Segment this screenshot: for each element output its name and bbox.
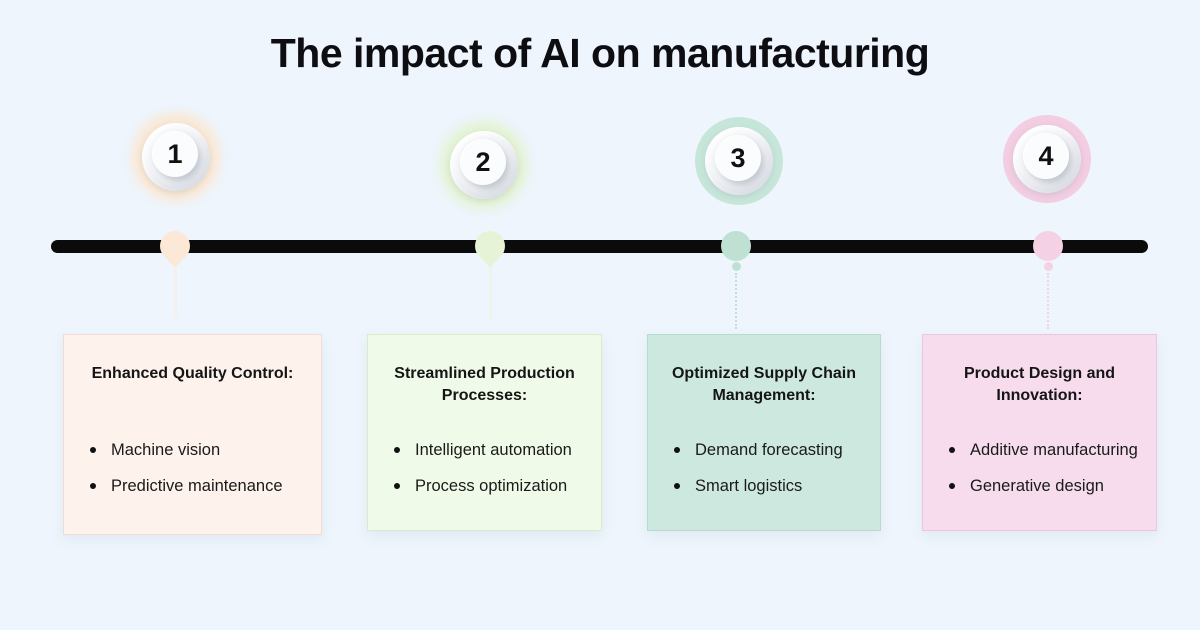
marker-balloon bbox=[1033, 231, 1063, 261]
timeline-marker-4 bbox=[1033, 231, 1063, 329]
timeline-marker-2 bbox=[475, 231, 505, 319]
badge-circle: 3 bbox=[705, 127, 773, 195]
marker-tail-dot bbox=[1043, 262, 1053, 271]
step-card-4: Product Design and Innovation: Additive … bbox=[922, 334, 1157, 531]
marker-connector-dotted bbox=[735, 273, 737, 329]
marker-tail bbox=[481, 250, 499, 268]
step-badge-1: 1 bbox=[132, 113, 220, 201]
bullet-text: Intelligent automation bbox=[415, 441, 572, 459]
step-number-4: 4 bbox=[1023, 133, 1069, 179]
card-bullet-list: Additive manufacturing Generative design bbox=[941, 441, 1138, 496]
marker-tail-dot bbox=[731, 262, 741, 271]
card-heading-2: Streamlined Production Processes: bbox=[394, 365, 575, 404]
bullet-icon bbox=[394, 483, 400, 490]
badge-circle: 4 bbox=[1013, 125, 1081, 193]
marker-connector-dotted bbox=[1047, 273, 1049, 329]
bullet-text: Predictive maintenance bbox=[111, 476, 283, 495]
marker-balloon bbox=[160, 231, 190, 268]
badge-circle: 1 bbox=[142, 123, 210, 191]
bullet-text: Additive manufacturing bbox=[970, 441, 1138, 459]
step-card-3: Optimized Supply Chain Management: Deman… bbox=[647, 334, 881, 531]
bullet-icon bbox=[674, 447, 680, 454]
page-title: The impact of AI on manufacturing bbox=[270, 30, 930, 76]
step-badge-4: 4 bbox=[1003, 115, 1091, 203]
bullet-text: Process optimization bbox=[415, 476, 568, 495]
card-bullet-list: Demand forecasting Smart logistics bbox=[666, 441, 862, 496]
marker-tail bbox=[166, 250, 184, 268]
card-heading-4: Product Design and Innovation: bbox=[963, 365, 1116, 404]
step-card-2: Streamlined Production Processes: Intell… bbox=[367, 334, 602, 531]
timeline-marker-3 bbox=[721, 231, 751, 329]
bullet-icon bbox=[949, 447, 955, 454]
list-item: Demand forecasting bbox=[674, 441, 862, 460]
bullet-icon bbox=[674, 483, 680, 490]
bullet-icon bbox=[90, 447, 96, 454]
card-bullet-list: Machine vision Predictive maintenance bbox=[82, 441, 303, 496]
step-badge-2: 2 bbox=[440, 121, 528, 209]
card-heading-3: Optimized Supply Chain Management: bbox=[671, 365, 856, 404]
list-item: Predictive maintenance bbox=[90, 477, 303, 496]
list-item: Intelligent automation bbox=[394, 441, 583, 460]
bullet-text: Smart logistics bbox=[695, 476, 803, 495]
list-item: Machine vision bbox=[90, 441, 303, 460]
marker-connector bbox=[173, 261, 177, 319]
list-item: Additive manufacturing bbox=[949, 441, 1138, 460]
marker-balloon bbox=[721, 231, 751, 261]
marker-balloon bbox=[475, 231, 505, 268]
bullet-text: Machine vision bbox=[111, 441, 221, 459]
card-heading-1: Enhanced Quality Control: bbox=[91, 365, 294, 382]
bullet-icon bbox=[949, 483, 955, 490]
step-badge-3: 3 bbox=[695, 117, 783, 205]
bullet-text: Demand forecasting bbox=[695, 441, 843, 459]
bullet-text: Generative design bbox=[970, 476, 1104, 495]
timeline-bar bbox=[51, 240, 1148, 253]
bullet-icon bbox=[394, 447, 400, 454]
timeline-marker-1 bbox=[160, 231, 190, 319]
list-item: Process optimization bbox=[394, 477, 583, 496]
list-item: Smart logistics bbox=[674, 477, 862, 496]
badge-circle: 2 bbox=[450, 131, 518, 199]
list-item: Generative design bbox=[949, 477, 1138, 496]
bullet-icon bbox=[90, 483, 96, 490]
step-number-2: 2 bbox=[460, 139, 506, 185]
step-card-1: Enhanced Quality Control: Machine vision… bbox=[63, 334, 322, 535]
step-number-3: 3 bbox=[715, 135, 761, 181]
card-bullet-list: Intelligent automation Process optimizat… bbox=[386, 441, 583, 496]
step-number-1: 1 bbox=[152, 131, 198, 177]
marker-connector bbox=[488, 261, 492, 319]
